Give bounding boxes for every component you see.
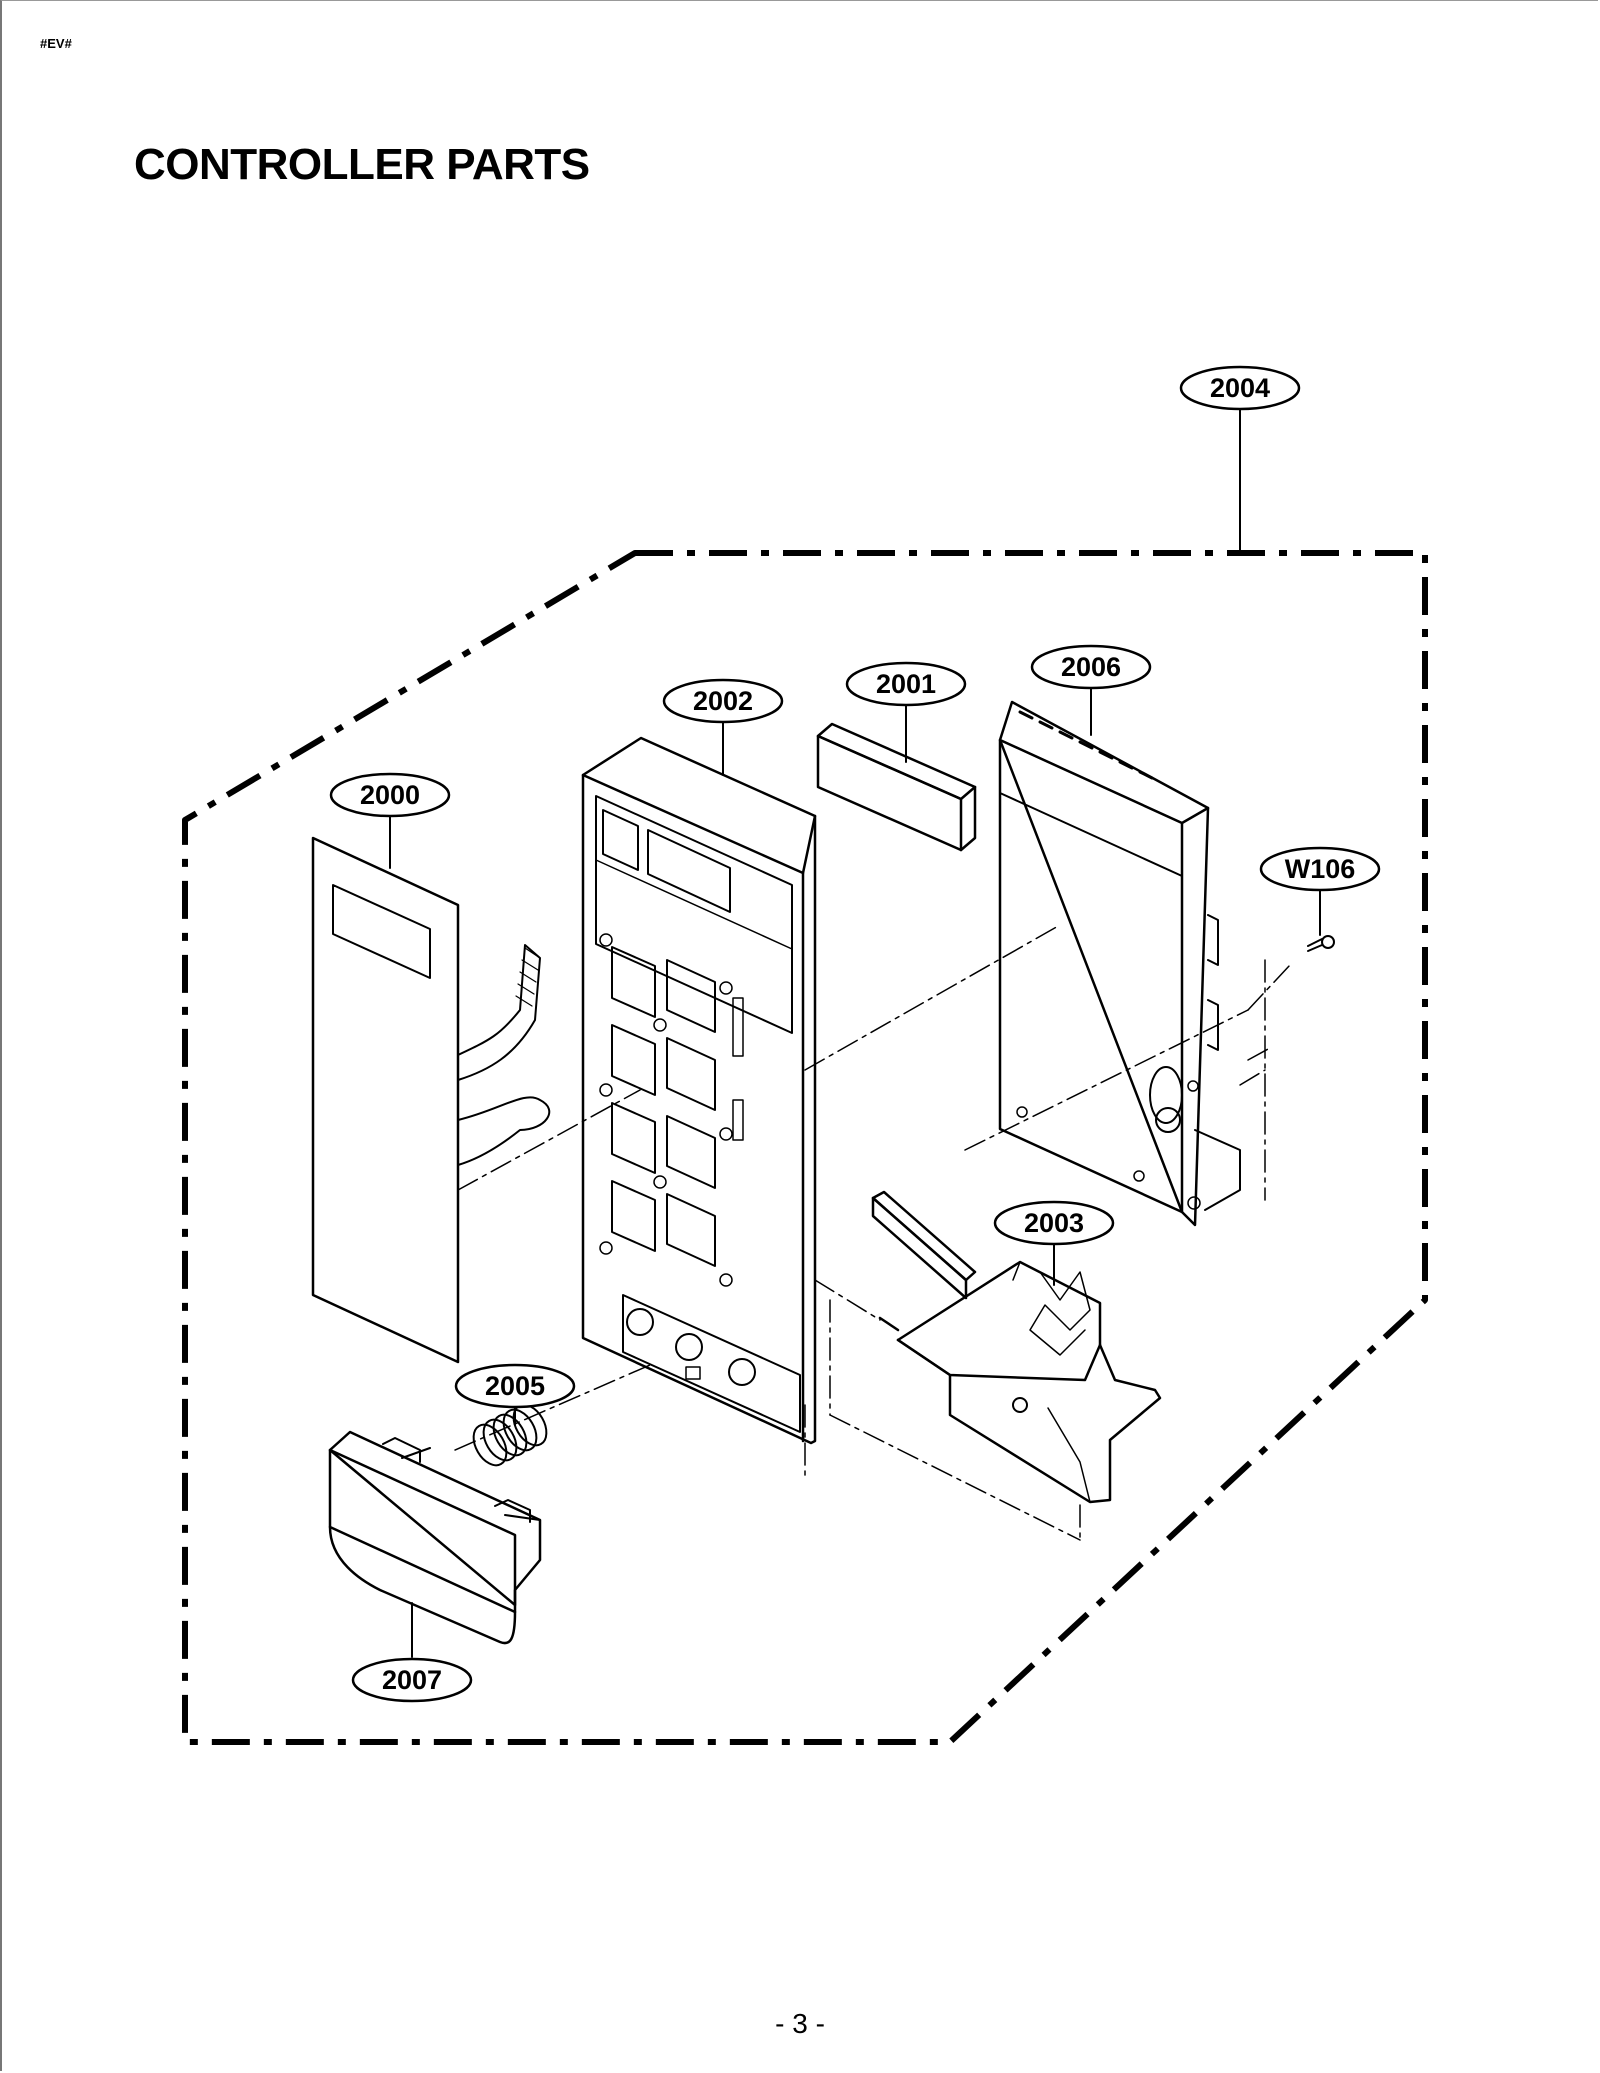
part-w106-screw [1307, 935, 1335, 952]
callout-2003: 2003 [1024, 1208, 1084, 1238]
assembly-lines [454, 924, 1291, 1541]
callout-2002: 2002 [693, 686, 753, 716]
callout-ovals [329, 365, 1381, 1703]
leader-lines [389, 403, 1321, 1658]
callout-2001: 2001 [876, 669, 936, 699]
callout-2007-oval [351, 1657, 473, 1703]
callout-w106: W106 [1285, 854, 1356, 884]
part-2000-panel-film [311, 836, 551, 1364]
callout-2000-oval [329, 772, 451, 818]
page-title: CONTROLLER PARTS [134, 140, 590, 189]
part-2002-control-housing [581, 736, 817, 1445]
callout-2005: 2005 [485, 1371, 545, 1401]
callout-2004-oval [1179, 365, 1301, 411]
callout-2000: 2000 [360, 780, 420, 810]
part-2001-display [816, 722, 977, 852]
callout-2002-oval [662, 678, 784, 724]
callout-2001-oval [845, 661, 967, 707]
callout-2007: 2007 [382, 1665, 442, 1695]
callout-2003-oval [993, 1200, 1115, 1246]
callout-2006-oval [1030, 644, 1152, 690]
callout-2005-oval [454, 1363, 576, 1409]
part-2005-spring [472, 1403, 548, 1467]
document-code: #EV# [40, 36, 72, 51]
part-2007-button [328, 1430, 542, 1645]
callout-2006: 2006 [1061, 652, 1121, 682]
callout-w106-oval [1259, 846, 1381, 892]
assembly-boundary [182, 550, 1428, 1745]
part-2006-pcb [998, 700, 1241, 1227]
part-2003-latch-bracket [871, 1190, 1162, 1504]
page-number: - 3 - [775, 2008, 825, 2039]
callout-2004: 2004 [1210, 373, 1270, 403]
